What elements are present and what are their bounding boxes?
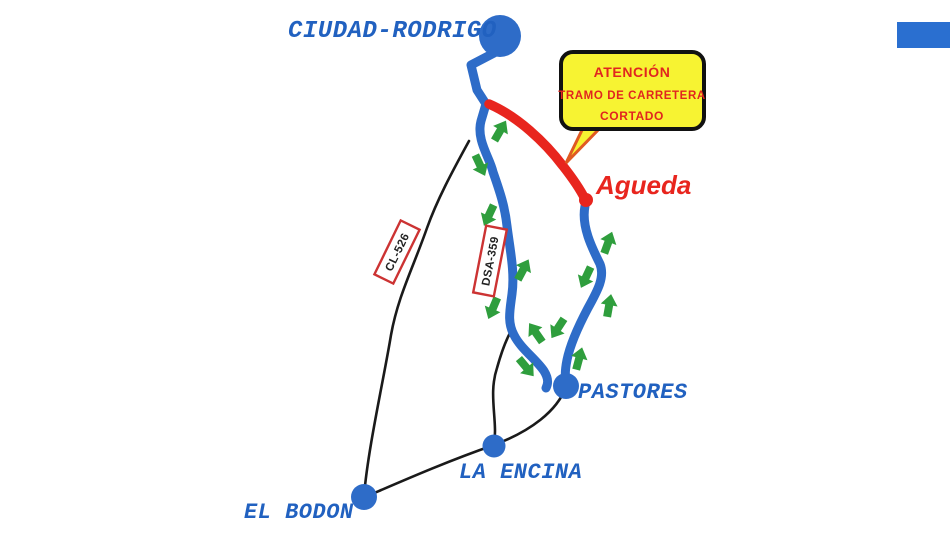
road-badge-cl526: CL-526 xyxy=(372,218,422,286)
road-laencina-north xyxy=(491,329,513,447)
town-label-agueda: Agueda xyxy=(595,170,691,200)
detour-arrow-icon xyxy=(480,294,506,323)
town-dot-pastores xyxy=(553,373,579,399)
town-dot-el-bodon xyxy=(351,484,377,510)
warning-sign-line3: CORTADO xyxy=(600,109,664,123)
town-dot-agueda xyxy=(579,193,593,207)
road-badge-dsa359: DSA-359 xyxy=(471,224,509,298)
town-dot-ciudad-rodrigo xyxy=(479,15,521,57)
town-dot-la-encina xyxy=(482,434,506,458)
town-label-la-encina: LA ENCINA xyxy=(459,460,582,485)
road-agueda-pastores-blue xyxy=(560,201,607,386)
minor-roads xyxy=(362,139,568,499)
top-right-blue-bar xyxy=(897,22,950,48)
road-elbodon-laencina xyxy=(363,443,496,499)
detour-arrow-icon xyxy=(598,292,620,319)
road-closed-segment xyxy=(484,99,590,204)
road-badge-box xyxy=(471,224,509,298)
road-badge-box xyxy=(372,218,422,286)
road-cl526-path xyxy=(362,139,471,498)
warning-sign-line2: TRAMO DE CARRETERA xyxy=(558,90,706,102)
road-pastores-laencina xyxy=(492,385,568,447)
town-label-pastores: PASTORES xyxy=(578,380,688,405)
warning-sign-box xyxy=(559,50,706,131)
detour-arrow-icon xyxy=(544,314,572,343)
warning-sign-tail xyxy=(564,124,606,165)
town-label-ciudad-rodrigo: CIUDAD-RODRIGO xyxy=(288,18,497,45)
detour-arrow-icon xyxy=(522,318,550,347)
warning-sign: ATENCIÓN TRAMO DE CARRETERA CORTADO xyxy=(558,50,706,165)
warning-sign-line1: ATENCIÓN xyxy=(594,63,671,80)
road-dsa359-blue xyxy=(466,48,553,393)
detour-roads xyxy=(466,48,607,393)
town-label-el-bodon: EL BODON xyxy=(244,500,354,525)
detour-arrow-icon xyxy=(596,228,621,257)
